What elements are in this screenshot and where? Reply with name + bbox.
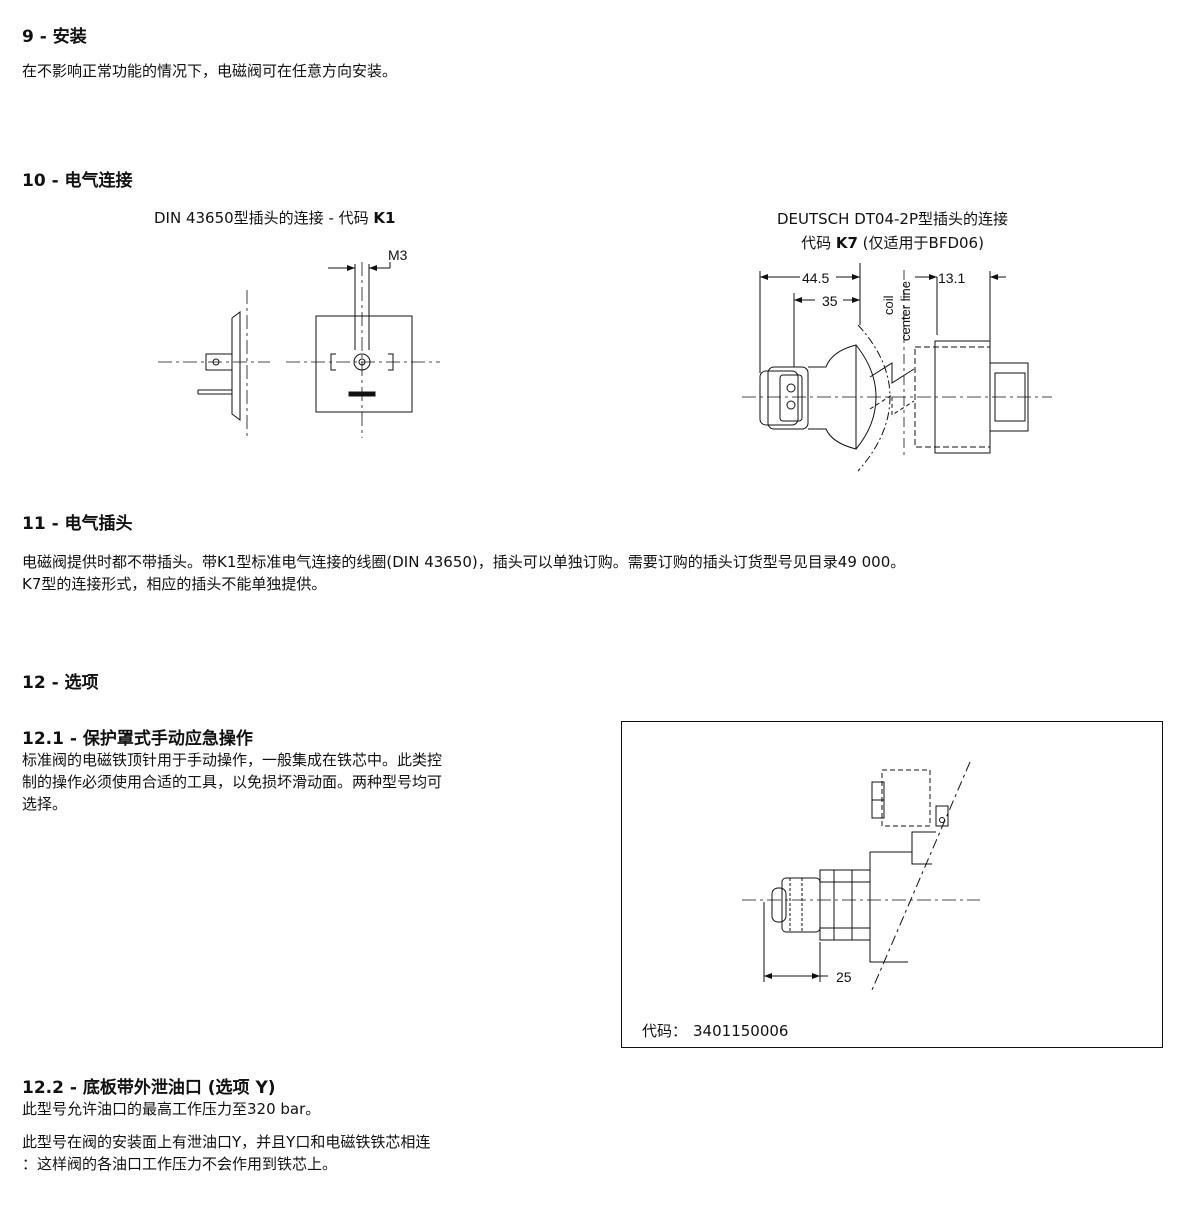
code-value: 3401150006 — [693, 1022, 789, 1040]
dim-44-5-label: 44.5 — [802, 270, 829, 286]
deutsch-caption-code: K7 — [835, 234, 858, 252]
code-label: 代码： — [642, 1022, 688, 1040]
center-line-label: center line — [898, 281, 913, 341]
section-12-2-line1: 此型号允许油口的最高工作压力至320 bar。 — [22, 1100, 321, 1118]
section-9-text: 在不影响正常功能的情况下，电磁阀可在任意方向安装。 — [22, 62, 398, 80]
deutsch-caption-prefix: 代码 — [801, 234, 836, 252]
deutsch-dt04-drawing: 44.5 35 13.1 coil center line — [742, 263, 1052, 472]
section-11-line1: 电磁阀提供时都不带插头。带K1型标准电气连接的线圈(DIN 43650)，插头可… — [22, 553, 906, 571]
section-9-heading: 9 - 安装 — [22, 27, 87, 47]
section-12-1-heading: 12.1 - 保护罩式手动应急操作 — [22, 729, 253, 749]
dim-13-1-label: 13.1 — [938, 270, 965, 286]
section-10-heading: 10 - 电气连接 — [22, 171, 133, 191]
din-connector-caption: DIN 43650型插头的连接 - 代码 K1 — [154, 207, 395, 228]
dim-35-label: 35 — [822, 293, 838, 309]
section-11-text: 电磁阀提供时都不带插头。带K1型标准电气连接的线圈(DIN 43650)，插头可… — [22, 551, 1182, 595]
section-12-1-line2: 制的操作必须使用合适的工具，以免损坏滑动面。两种型号均可 — [22, 773, 443, 791]
section-11-line2: K7型的连接形式，相应的插头不能单独提供。 — [22, 575, 327, 593]
section-12-2-line3: ：这样阀的各油口工作压力不会作用到铁芯上。 — [22, 1155, 338, 1173]
section-12-2-text: 此型号在阀的安装面上有泄油口Y，并且Y口和电磁铁铁芯相连 ：这样阀的各油口工作压… — [22, 1131, 582, 1175]
deutsch-caption-line2: 代码 K7 (仅适用于BFD06) — [700, 231, 1085, 255]
deutsch-caption-suffix: (仅适用于BFD06) — [857, 234, 984, 252]
section-12-1-line1: 标准阀的电磁铁顶针用于手动操作，一般集成在铁芯中。此类控 — [22, 751, 443, 769]
din-caption-text: DIN 43650型插头的连接 - 代码 — [154, 209, 374, 227]
din-caption-code: K1 — [373, 209, 396, 227]
section-12-1-text: 标准阀的电磁铁顶针用于手动操作，一般集成在铁芯中。此类控 制的操作必须使用合适的… — [22, 749, 582, 815]
section-12-2-heading: 12.2 - 底板带外泄油口 (选项 Y) — [22, 1078, 276, 1098]
dim-m3-label: M3 — [388, 247, 408, 263]
dim-25-label: 25 — [836, 969, 852, 985]
manual-override-drawing: 25 — [742, 761, 980, 991]
deutsch-connector-caption: DEUTSCH DT04-2P型插头的连接 代码 K7 (仅适用于BFD06) — [700, 207, 1085, 255]
din-43650-drawing: M3 — [158, 247, 440, 440]
section-12-2-line2: 此型号在阀的安装面上有泄油口Y，并且Y口和电磁铁铁芯相连 — [22, 1133, 431, 1151]
deutsch-caption-line1: DEUTSCH DT04-2P型插头的连接 — [776, 210, 1008, 228]
section-12-1-line3: 选择。 — [22, 795, 68, 813]
manual-override-box: 25 代码： 3401150006 — [621, 721, 1163, 1048]
section-11-heading: 11 - 电气插头 — [22, 514, 133, 534]
section-12-heading: 12 - 选项 — [22, 673, 99, 693]
coil-label: coil — [881, 295, 896, 315]
code-line: 代码： 3401150006 — [642, 1020, 788, 1041]
